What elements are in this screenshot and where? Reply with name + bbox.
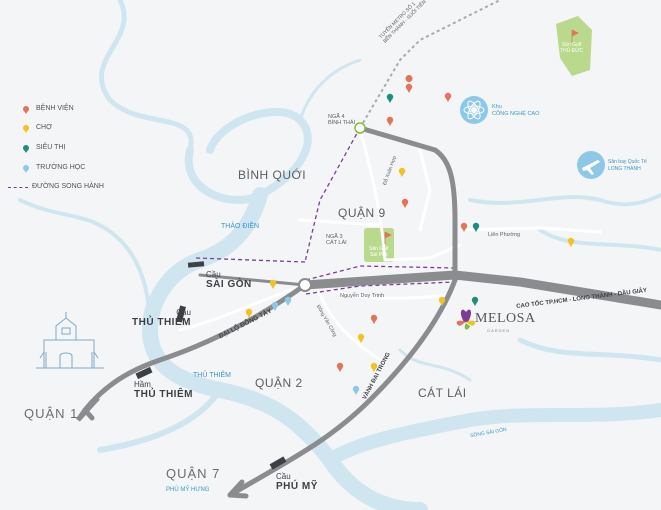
bridge-thu-thiem-name: THỦ THIÊM: [132, 317, 191, 328]
junction-nga4-line1: NGÃ 4: [328, 114, 345, 120]
district-binh-quoi: BÌNH QUỚI: [238, 168, 307, 182]
bridge-phu-my-prefix: Cầu: [276, 472, 291, 481]
legend-supermarket-label: SIÊU THỊ: [36, 144, 66, 151]
golf-sai-phu-label-2: Sài Phú: [369, 252, 388, 258]
bridge-sai-gon-label: Cầu SÀI GÒN: [206, 270, 252, 290]
district-quan2: QUẬN 2: [255, 376, 303, 390]
airport-label-2: LONG THÀNH: [608, 166, 641, 172]
arrow-quan7: [227, 479, 249, 499]
place-thao-dien: THẢO ĐIỀN: [221, 223, 260, 230]
pins: [245, 75, 575, 395]
minor-roads: [178, 126, 602, 362]
river-network: [18, 0, 661, 510]
church-illustration: [36, 312, 104, 369]
airport-label-1: Sân bay Quốc Tế: [608, 159, 647, 165]
legend-school-label: TRƯỜNG HỌC: [36, 164, 86, 171]
tech-park-label: Khu CÔNG NGHỆ CAO: [492, 104, 539, 118]
road-nguyen-duy-trinh: Nguyễn Duy Trinh: [340, 293, 385, 299]
legend-pins: [23, 106, 29, 173]
legend-hospital-label: BỆNH VIỆN: [36, 105, 74, 112]
project-subtitle: GARDEN: [487, 328, 511, 333]
district-cat-lai: CÁT LÁI: [418, 386, 467, 400]
parallel-roads: [195, 127, 456, 295]
golf-flag-icons: [384, 29, 579, 244]
district-quan1: QUẬN 1: [24, 406, 79, 421]
golf-thu-duc-area: [556, 16, 592, 76]
tunnel-thu-thiem-name: THỦ THIÊM: [134, 389, 193, 400]
bridge-sai-gon-prefix: Cầu: [206, 270, 221, 279]
place-phu-my-hung: PHÚ MỸ HƯNG: [166, 487, 210, 493]
golf-thu-duc-label-2: THỦ ĐỨC: [560, 48, 584, 54]
bridge-thu-thiem-prefix: Cầu: [176, 308, 191, 317]
junction-nga3-line1: NGÃ 3: [326, 234, 343, 240]
main-junction-node: [298, 278, 312, 292]
tunnel-thu-thiem-prefix: Hầm: [134, 380, 151, 389]
golf-thu-duc-label-1: Sân Golf: [561, 42, 582, 48]
melosa-logo-icon: [456, 309, 476, 330]
legend-parallel-road-label: ĐƯỜNG SONG HÀNH: [32, 183, 104, 190]
dashed-line-icon: [8, 187, 28, 188]
golf-sai-phu-label-1: Sân Golf: [369, 246, 389, 252]
bridge-thu-thiem-label: Cầu THỦ THIÊM: [132, 308, 191, 328]
main-roads: [82, 125, 661, 498]
junction-nga3-label: NGÃ 3 CÁT LÁI: [326, 234, 347, 246]
tech-park-icon: [460, 96, 488, 124]
tunnel-thu-thiem-label: Hầm THỦ THIÊM: [134, 380, 193, 400]
district-quan7: QUẬN 7: [166, 466, 221, 481]
airport-icon: [577, 151, 605, 179]
district-quan9: QUẬN 9: [338, 206, 386, 220]
junction-nga4-label: NGÃ 4 BÌNH THÁI: [328, 114, 355, 126]
metro-line: [359, 0, 501, 129]
road-lien-phuong: Liên Phường: [488, 232, 521, 238]
place-thu-thiem: THỦ THIÊM: [193, 372, 231, 379]
tech-park-label-2: CÔNG NGHỆ CAO: [492, 111, 540, 117]
nga4-binh-thai-node: [354, 122, 366, 134]
junction-nga4-line2: BÌNH THÁI: [328, 120, 356, 126]
project-name: MELOSA: [475, 311, 536, 326]
arrow-quan1: [75, 396, 100, 422]
bridge-markers: [135, 261, 287, 470]
airport-label: Sân bay Quốc Tế LONG THÀNH: [608, 159, 647, 173]
bridge-phu-my-label: Cầu PHÚ MỸ: [276, 472, 318, 492]
golf-thu-duc-label: Sân Golf THỦ ĐỨC: [560, 42, 583, 54]
bridge-sai-gon-name: SÀI GÒN: [206, 279, 252, 290]
tech-park-label-1: Khu: [492, 104, 502, 110]
junction-nga3-line2: CÁT LÁI: [326, 240, 347, 246]
bridge-phu-my-name: PHÚ MỸ: [276, 481, 318, 492]
legend-market-label: CHỢ: [36, 124, 53, 131]
golf-sai-phu-label: Sân Golf Sài Phú: [369, 246, 388, 258]
project-melosa-logo: MELOSA GARDEN: [455, 308, 535, 336]
